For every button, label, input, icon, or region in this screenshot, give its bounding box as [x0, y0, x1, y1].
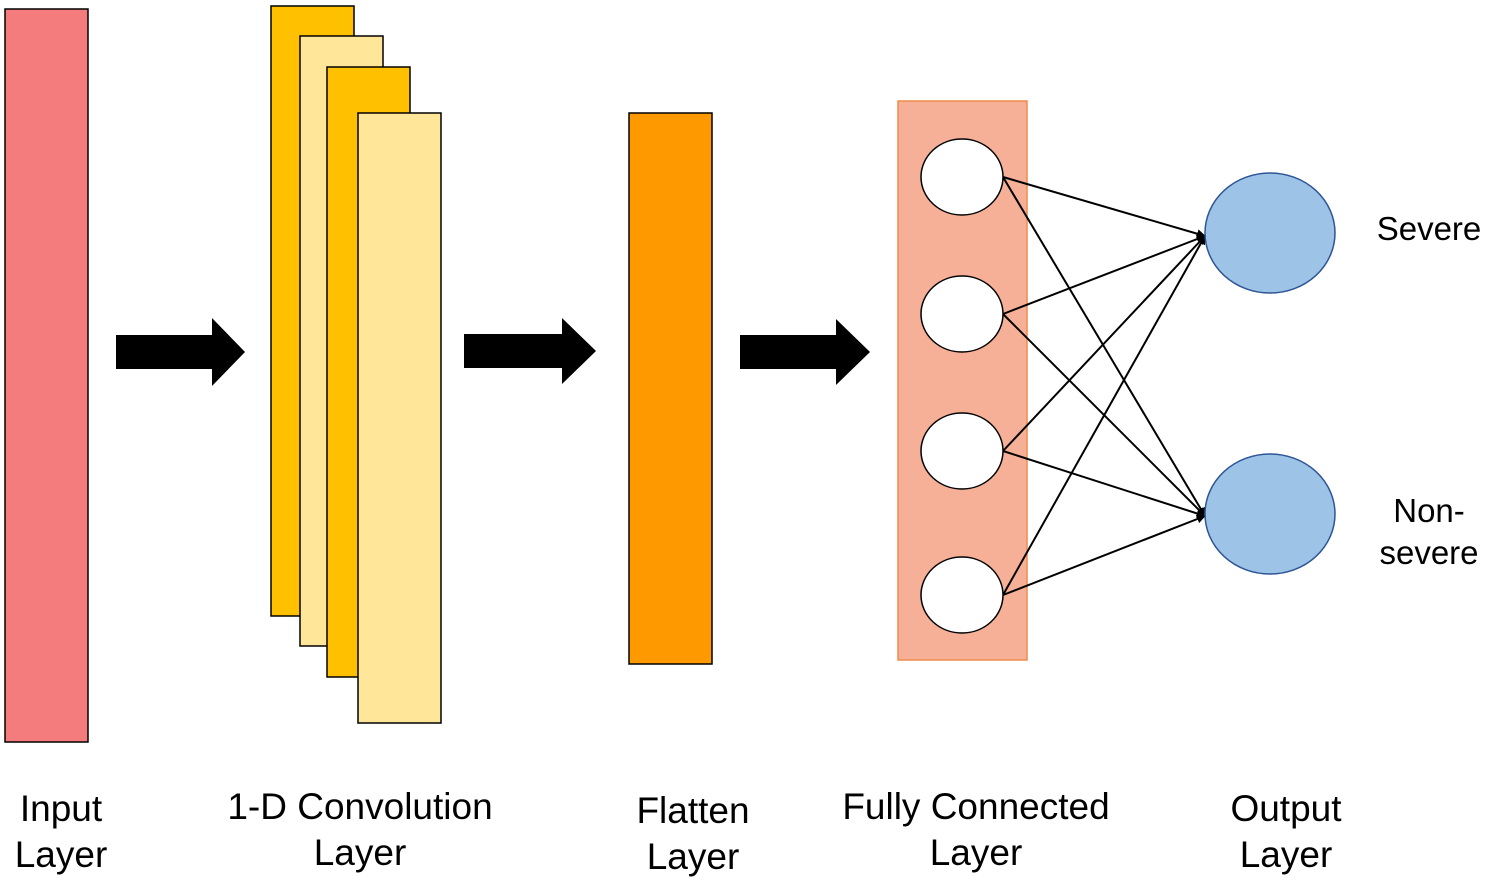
output-neuron-non-severe — [1204, 453, 1336, 575]
output-neurons — [1204, 172, 1336, 575]
class-label-non-severe-line1: Non- — [1393, 492, 1465, 529]
connection-line — [1002, 176, 1206, 517]
output-neuron-severe — [1204, 172, 1336, 294]
label-output-line1: Output — [1230, 788, 1342, 829]
label-input-line1: Input — [19, 788, 103, 829]
flow-arrow-1 — [116, 318, 245, 386]
label-flatten-layer: Flatten Layer — [613, 788, 773, 880]
label-output-line2: Layer — [1239, 834, 1333, 875]
class-label-non-severe-line2: severe — [1379, 534, 1479, 571]
flow-arrow-2 — [464, 318, 596, 384]
fc-neuron — [920, 412, 1004, 490]
fc-neurons — [920, 138, 1004, 634]
label-fc-line2: Layer — [929, 832, 1023, 873]
label-conv-layer: 1-D Convolution Layer — [210, 784, 510, 876]
connection-line — [1002, 235, 1206, 452]
connections — [1002, 176, 1206, 596]
connection-line — [1002, 450, 1206, 518]
label-input-line2: Layer — [14, 834, 108, 875]
flow-arrow-3 — [740, 319, 870, 385]
connection-line — [1002, 514, 1206, 596]
fc-neuron — [920, 275, 1004, 353]
conv-layer-stack — [270, 5, 442, 724]
flatten-layer-block — [628, 112, 713, 665]
input-layer-block — [4, 8, 89, 743]
conv-feature-map — [357, 112, 442, 724]
label-flatten-line1: Flatten — [636, 790, 750, 831]
class-label-severe: Severe — [1370, 208, 1488, 250]
label-conv-line1: 1-D Convolution — [227, 786, 493, 827]
label-fc-layer: Fully Connected Layer — [826, 784, 1126, 876]
fc-neuron — [920, 138, 1004, 216]
label-flatten-line2: Layer — [646, 836, 740, 877]
connection-line — [1002, 234, 1206, 315]
label-input-layer: Input Layer — [0, 786, 136, 878]
class-label-severe-text: Severe — [1376, 210, 1482, 247]
label-fc-line1: Fully Connected — [842, 786, 1110, 827]
label-output-layer: Output Layer — [1206, 786, 1366, 878]
connection-line — [1002, 235, 1206, 596]
fc-neuron — [920, 556, 1004, 634]
connection-line — [1002, 176, 1206, 239]
class-label-non-severe: Non- severe — [1370, 490, 1488, 574]
label-conv-line2: Layer — [313, 832, 407, 873]
